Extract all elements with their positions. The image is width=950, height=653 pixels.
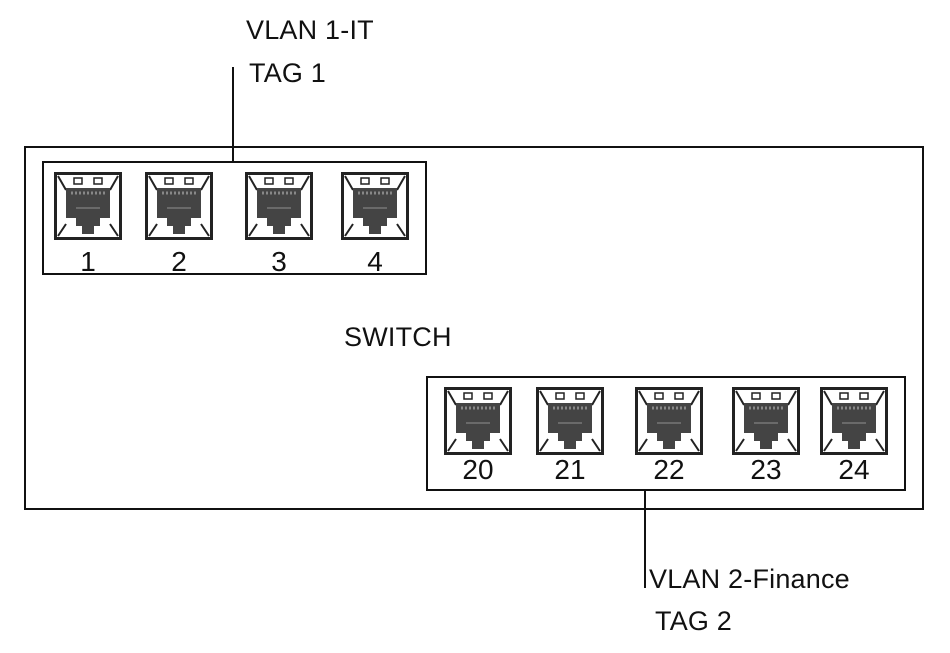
ethernet-port-icon — [54, 172, 122, 240]
port-number-label: 24 — [838, 454, 870, 485]
vlan-2-connector — [644, 490, 646, 588]
switch-label: SWITCH — [344, 322, 452, 352]
ethernet-port-icon — [732, 387, 800, 455]
switch-chassis — [24, 146, 924, 510]
port-number-label: 4 — [367, 246, 383, 277]
vlan-1-connector — [232, 67, 234, 163]
port-number-label: 22 — [653, 454, 685, 485]
vlan-2-name: VLAN 2-Finance — [649, 564, 850, 594]
port-number-label: 21 — [554, 454, 586, 485]
ethernet-port-icon — [820, 387, 888, 455]
ethernet-port-icon — [444, 387, 512, 455]
ethernet-port-icon — [245, 172, 313, 240]
ethernet-port-icon — [635, 387, 703, 455]
port-number-label: 1 — [80, 246, 96, 277]
port-number-label: 2 — [171, 246, 187, 277]
port-number-label: 3 — [271, 246, 287, 277]
vlan-2-tag: TAG 2 — [655, 606, 733, 636]
ethernet-port-icon — [341, 172, 409, 240]
port-number-label: 20 — [462, 454, 494, 485]
ethernet-port-icon — [536, 387, 604, 455]
port-number-label: 23 — [750, 454, 782, 485]
ethernet-port-icon — [145, 172, 213, 240]
vlan-1-name: VLAN 1-IT — [246, 15, 374, 45]
vlan-1-tag: TAG 1 — [249, 58, 327, 88]
